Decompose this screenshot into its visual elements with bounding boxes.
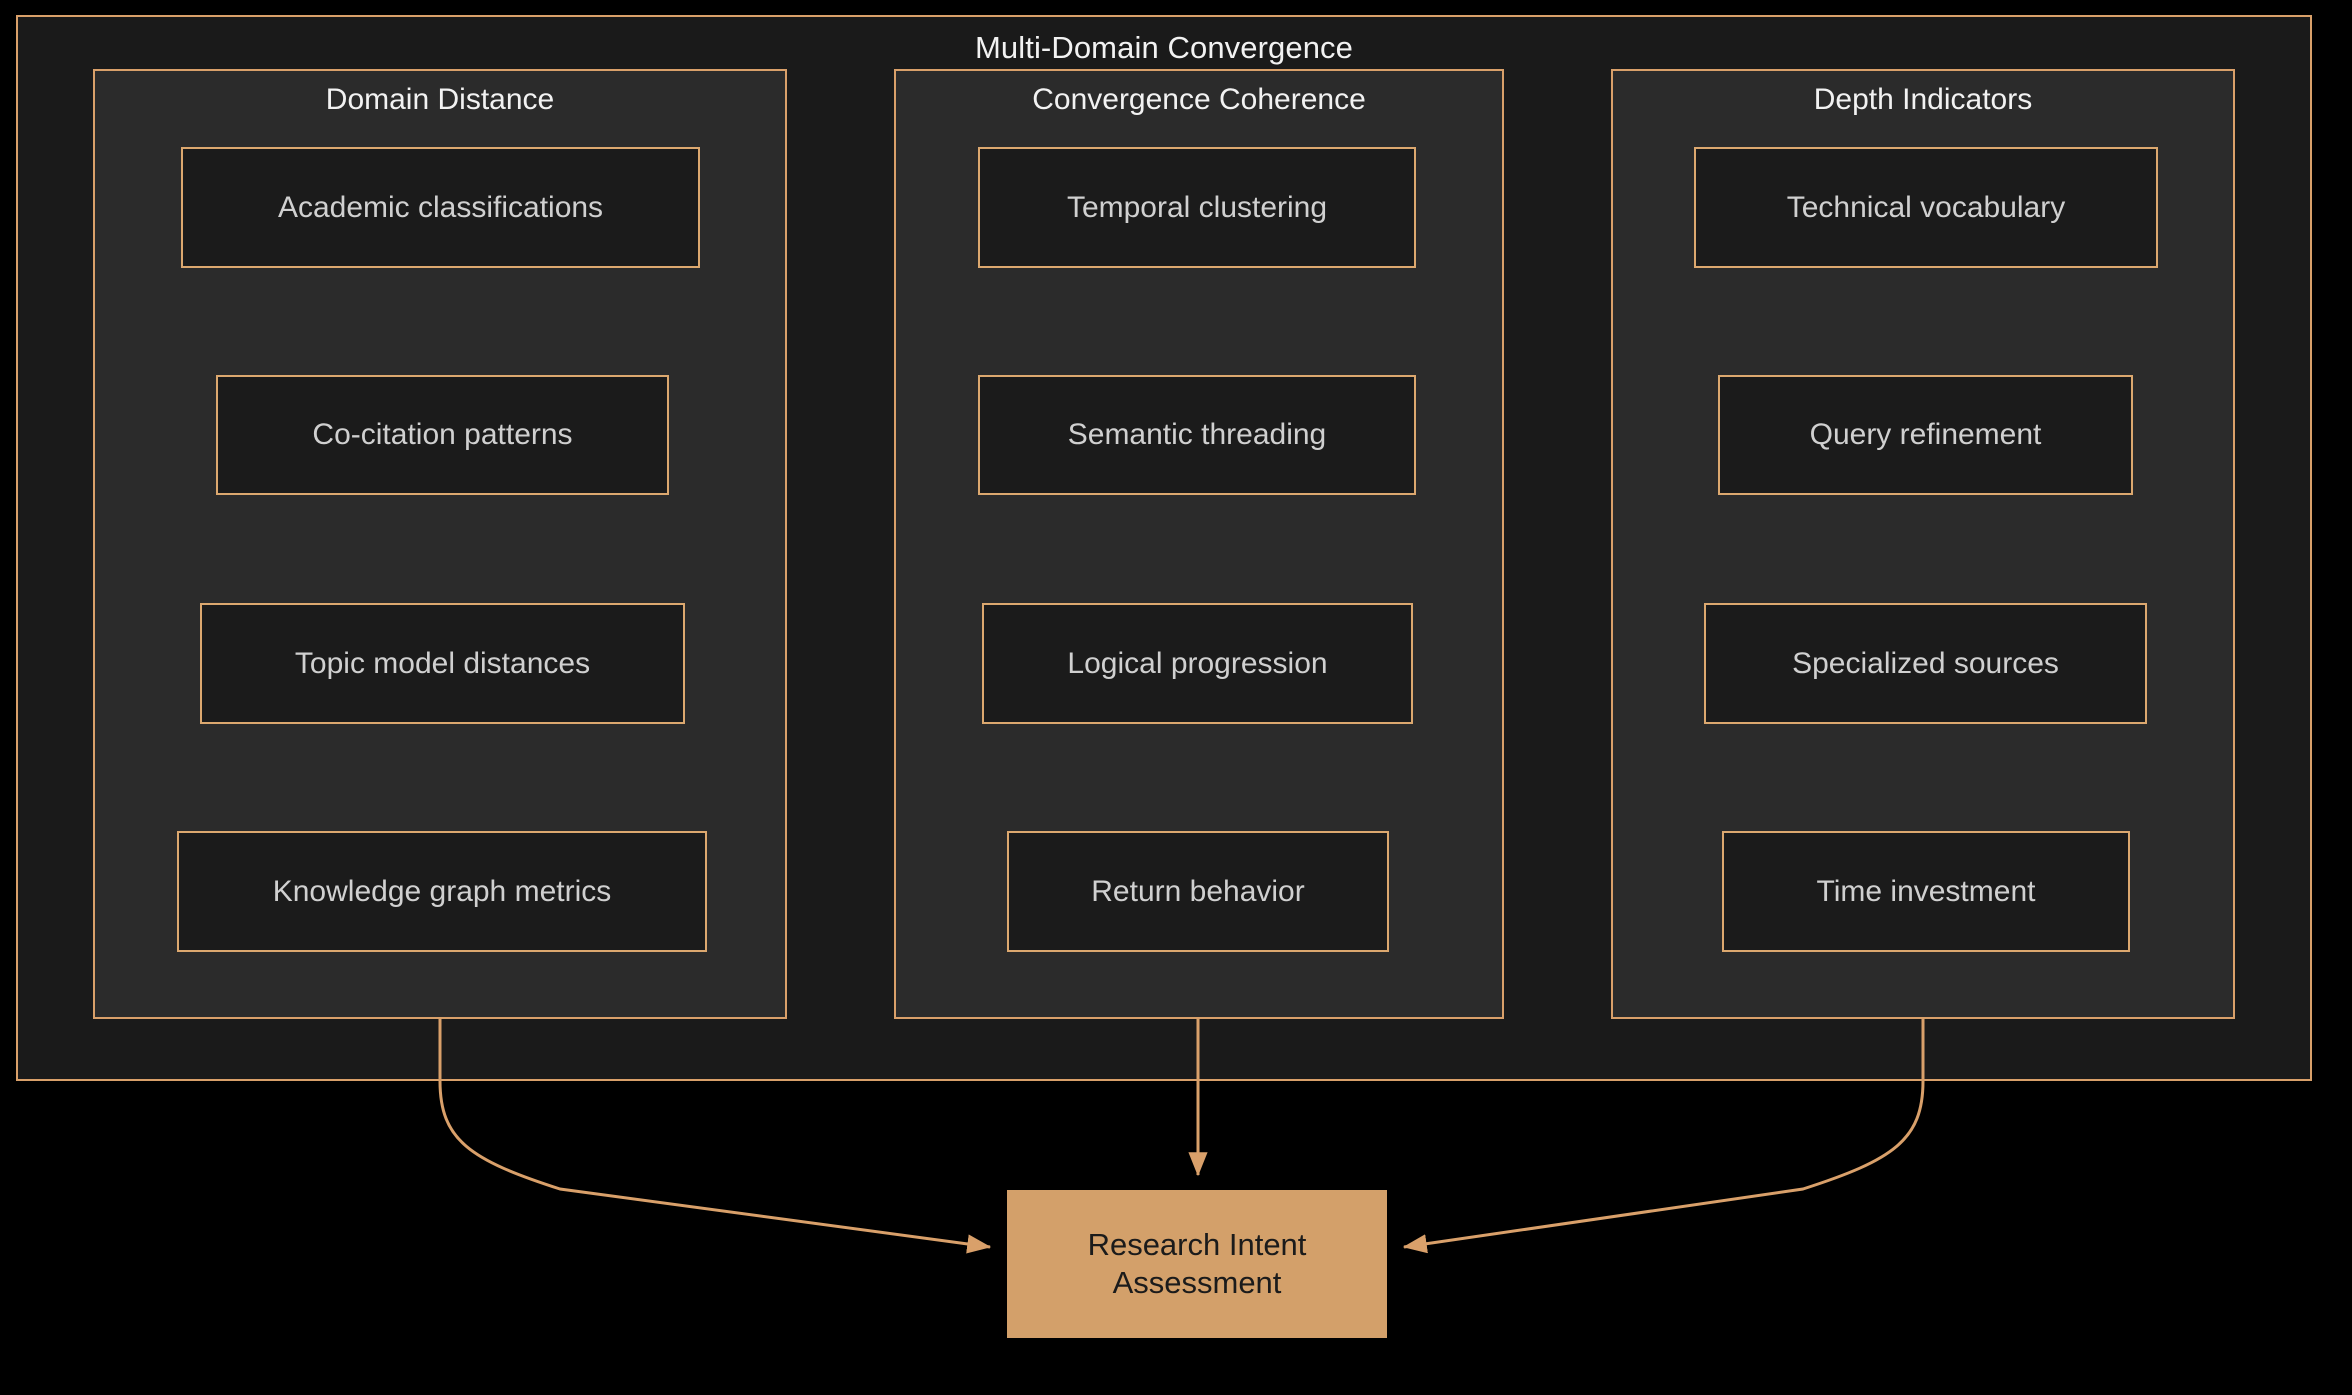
node-label: Topic model distances bbox=[294, 646, 591, 680]
target-label-line-2: Assessment bbox=[1112, 1265, 1282, 1300]
node-label: Knowledge graph metrics bbox=[272, 874, 612, 908]
node-topic-model-distances[interactable]: Topic model distances bbox=[200, 603, 685, 724]
node-label: Query refinement bbox=[1809, 418, 2042, 451]
node-research-intent-assessment[interactable]: Research Intent Assessment bbox=[1007, 1190, 1387, 1338]
node-co-citation-patterns[interactable]: Co-citation patterns bbox=[216, 375, 669, 495]
node-label: Temporal clustering bbox=[1066, 190, 1328, 224]
cluster-title-convergence-coherence: Convergence Coherence bbox=[1032, 83, 1366, 116]
node-label: Specialized sources bbox=[1792, 646, 2059, 680]
node-label: Time investment bbox=[1816, 874, 2036, 908]
node-label: Technical vocabulary bbox=[1786, 190, 2066, 224]
node-label: Logical progression bbox=[1067, 646, 1328, 680]
node-knowledge-graph-metrics[interactable]: Knowledge graph metrics bbox=[177, 831, 707, 952]
node-semantic-threading[interactable]: Semantic threading bbox=[978, 375, 1416, 495]
node-specialized-sources[interactable]: Specialized sources bbox=[1704, 603, 2147, 724]
diagram-title: Multi-Domain Convergence bbox=[974, 30, 1353, 65]
node-logical-progression[interactable]: Logical progression bbox=[982, 603, 1413, 724]
node-label: Semantic threading bbox=[1067, 418, 1327, 451]
node-label: Co-citation patterns bbox=[312, 418, 573, 451]
node-academic-classifications[interactable]: Academic classifications bbox=[181, 147, 700, 268]
node-label: Academic classifications bbox=[277, 190, 604, 224]
node-label: Return behavior bbox=[1091, 874, 1305, 908]
node-time-investment[interactable]: Time investment bbox=[1722, 831, 2130, 952]
node-query-refinement[interactable]: Query refinement bbox=[1718, 375, 2133, 495]
node-return-behavior[interactable]: Return behavior bbox=[1007, 831, 1389, 952]
cluster-title-depth-indicators: Depth Indicators bbox=[1813, 83, 2033, 116]
node-temporal-clustering[interactable]: Temporal clustering bbox=[978, 147, 1416, 268]
node-technical-vocabulary[interactable]: Technical vocabulary bbox=[1694, 147, 2158, 268]
target-label-line-1: Research Intent bbox=[1087, 1227, 1307, 1263]
cluster-title-domain-distance: Domain Distance bbox=[325, 83, 555, 116]
